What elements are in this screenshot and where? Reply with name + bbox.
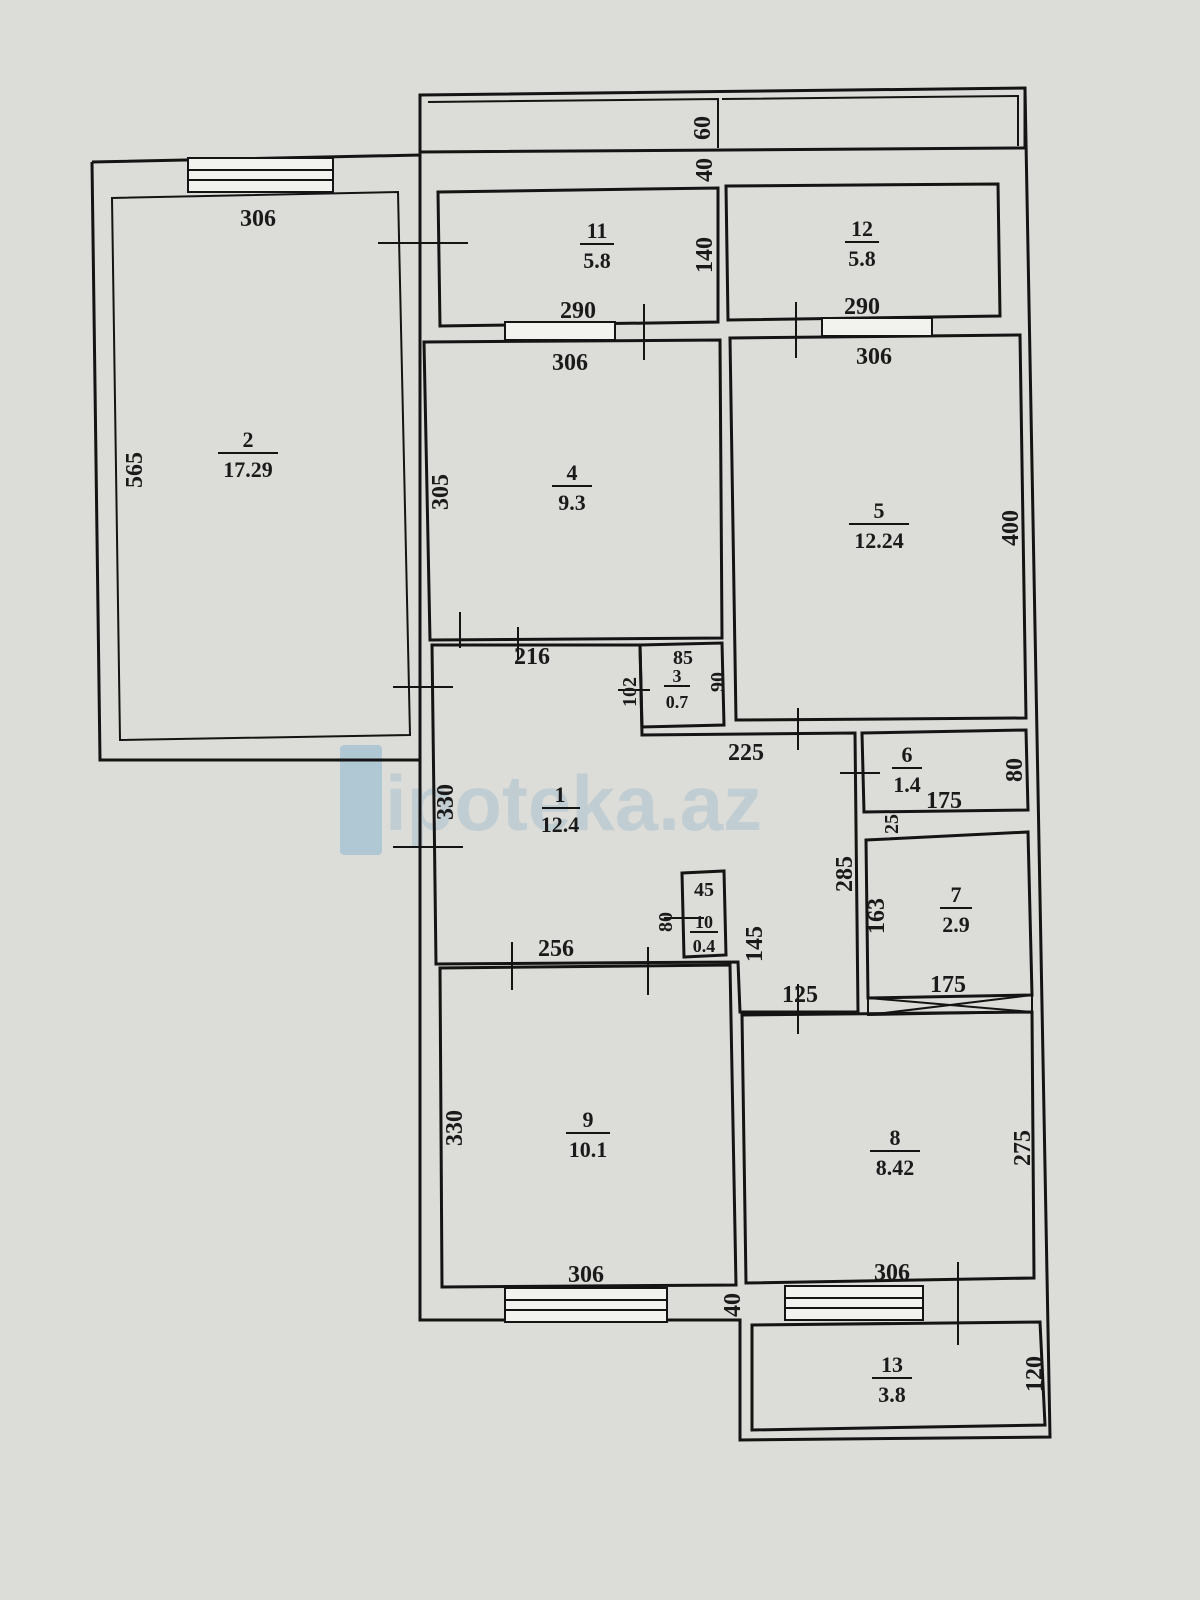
- dimension: 565: [122, 452, 148, 488]
- room-area: 0.7: [666, 692, 689, 712]
- dimension: 145: [742, 926, 768, 962]
- window: [784, 1285, 924, 1321]
- room-area: 10.1: [569, 1137, 608, 1162]
- dimension: 80: [1002, 758, 1028, 782]
- dimension: 290: [560, 298, 596, 324]
- room-number: 7: [951, 882, 962, 907]
- room-8-outline: [740, 1010, 1036, 1285]
- room-area: 2.9: [942, 912, 970, 937]
- room-label-10: 10 0.4: [690, 912, 718, 956]
- dimension: 140: [692, 237, 718, 273]
- dimension: 225: [728, 740, 764, 766]
- dimension: 60: [690, 116, 716, 140]
- room-11-outline: [436, 186, 720, 328]
- dimension: 306: [240, 206, 276, 232]
- door-openings: [378, 242, 959, 1345]
- room-area: 3.8: [878, 1382, 906, 1407]
- room-number: 12: [851, 216, 873, 241]
- room-label-4: 4 9.3: [552, 460, 592, 515]
- room-area: 17.29: [223, 457, 273, 482]
- dimension: 163: [864, 898, 890, 934]
- room-4-outline: [422, 338, 724, 642]
- room-1-outline: [430, 643, 860, 1014]
- room-area: 12.24: [854, 528, 904, 553]
- dimension: 45: [694, 879, 714, 901]
- room-label-13: 13 3.8: [872, 1352, 912, 1407]
- room-number: 5: [874, 498, 885, 523]
- room-number: 3: [673, 666, 682, 686]
- room-number: 11: [587, 218, 608, 243]
- room-number: 6: [902, 742, 913, 767]
- dimension: 80: [655, 912, 677, 932]
- dimension: 306: [568, 1262, 604, 1288]
- dimension: 330: [442, 1110, 468, 1146]
- room-13-outline: [750, 1320, 1047, 1432]
- dimension: 40: [720, 1293, 746, 1317]
- dimension: 305: [428, 474, 454, 510]
- dimension: 175: [930, 972, 966, 998]
- room-area: 0.4: [693, 936, 716, 956]
- room-label-1: 1 12.4: [541, 782, 580, 837]
- dimension-labels: 306 565 290 140 60 40 306 305 290 306 40…: [122, 116, 1048, 1392]
- room-area: 9.3: [558, 490, 586, 515]
- room-label-3: 3 0.7: [664, 666, 690, 712]
- room-label-2: 2 17.29: [218, 427, 278, 482]
- room-10-outline: [680, 869, 728, 959]
- window: [821, 317, 933, 337]
- room-label-5: 5 12.24: [849, 498, 909, 553]
- dimension: 90: [707, 672, 729, 692]
- room-area: 12.4: [541, 812, 580, 837]
- room-9-outline: [438, 963, 738, 1289]
- watermark-text: ipoteka.az: [385, 759, 762, 847]
- dimension: 400: [998, 510, 1024, 546]
- dimension: 125: [782, 982, 818, 1008]
- room-label-12: 12 5.8: [845, 216, 879, 271]
- room-label-11: 11 5.8: [580, 218, 614, 273]
- room-number: 10: [695, 912, 713, 932]
- room-number: 13: [881, 1352, 903, 1377]
- dimension: 40: [692, 158, 718, 182]
- room-6-outline: [860, 728, 1030, 814]
- watermark: ipoteka.az: [340, 745, 762, 855]
- dimension: 306: [874, 1260, 910, 1286]
- dimension: 25: [881, 814, 903, 834]
- room-label-7: 7 2.9: [940, 882, 972, 937]
- room-12-outline: [724, 182, 1002, 322]
- dimension: 290: [844, 294, 880, 320]
- dimension: 306: [552, 350, 588, 376]
- dimension: 216: [514, 644, 550, 670]
- window: [187, 157, 334, 193]
- dimension: 120: [1022, 1356, 1048, 1392]
- room-number: 8: [890, 1125, 901, 1150]
- room-number: 9: [583, 1107, 594, 1132]
- windows: [187, 157, 933, 1323]
- dimension: 275: [1010, 1130, 1036, 1166]
- dimension: 85: [673, 647, 693, 669]
- dimension: 285: [832, 856, 858, 892]
- dimension: 102: [619, 677, 641, 707]
- dimension: 306: [856, 344, 892, 370]
- dimension: 330: [433, 784, 459, 820]
- room-label-9: 9 10.1: [566, 1107, 610, 1162]
- dimension: 175: [926, 788, 962, 814]
- room-area: 1.4: [893, 772, 921, 797]
- watermark-logo-mark: [340, 745, 382, 855]
- room-number: 4: [567, 460, 578, 485]
- window: [504, 1287, 668, 1323]
- room-label-8: 8 8.42: [870, 1125, 920, 1180]
- room-labels: 1 12.4 2 17.29 3 0.7 4 9.3 5 12.24 6 1.4: [218, 216, 972, 1407]
- dimension: 256: [538, 936, 574, 962]
- room-area: 8.42: [876, 1155, 915, 1180]
- room-area: 5.8: [583, 248, 611, 273]
- window: [504, 321, 616, 341]
- room-area: 5.8: [848, 246, 876, 271]
- exterior-walls: [90, 86, 1052, 1442]
- room-number: 1: [555, 782, 566, 807]
- room-number: 2: [243, 427, 254, 452]
- room-label-6: 6 1.4: [892, 742, 922, 797]
